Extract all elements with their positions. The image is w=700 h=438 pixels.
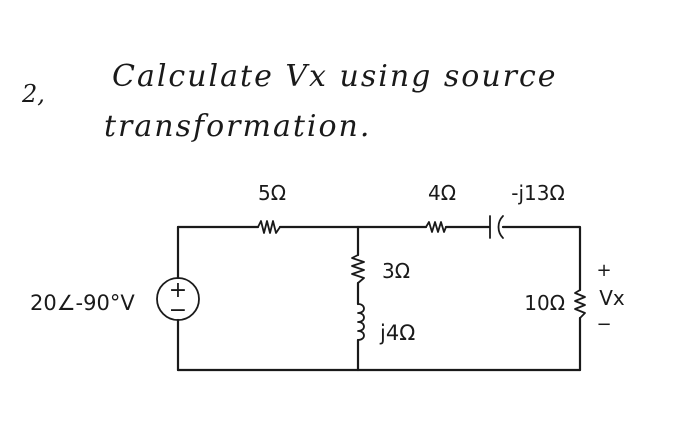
- resistor-4-symbol: [425, 221, 447, 233]
- inductor-j4-label: j4Ω: [379, 321, 415, 345]
- capacitor-j13-label: -j13Ω: [511, 181, 565, 205]
- capacitor-plate-right: [497, 215, 504, 239]
- vx-plus: +: [596, 260, 611, 281]
- circuit-wires: [176, 225, 582, 372]
- resistor-4-label: 4Ω: [428, 181, 456, 205]
- voltage-source-label: 20∠-90°V: [30, 291, 135, 315]
- voltage-source: + −: [156, 277, 200, 323]
- problem-line-1: Calculate Vx using source: [112, 59, 558, 94]
- resistor-10-label: 10Ω: [524, 291, 565, 315]
- resistor-3-label: 3Ω: [382, 259, 410, 283]
- voltage-source-circle: [156, 277, 200, 321]
- resistor-3-symbol: [351, 254, 365, 284]
- problem-number: 2,: [21, 80, 45, 108]
- resistor-5-symbol: [257, 220, 281, 234]
- wire-top-right: [501, 225, 582, 292]
- problem-line-2: transformation.: [104, 109, 371, 144]
- voltage-source-plus: +: [169, 278, 187, 303]
- capacitor-j13: [489, 215, 504, 239]
- resistor-10-symbol: [574, 289, 586, 319]
- resistor-5-label: 5Ω: [258, 181, 286, 205]
- voltage-source-minus: −: [169, 298, 187, 323]
- inductor-j4-symbol: [357, 303, 365, 341]
- vx-label: Vx: [599, 286, 625, 310]
- vx-minus: −: [596, 314, 611, 335]
